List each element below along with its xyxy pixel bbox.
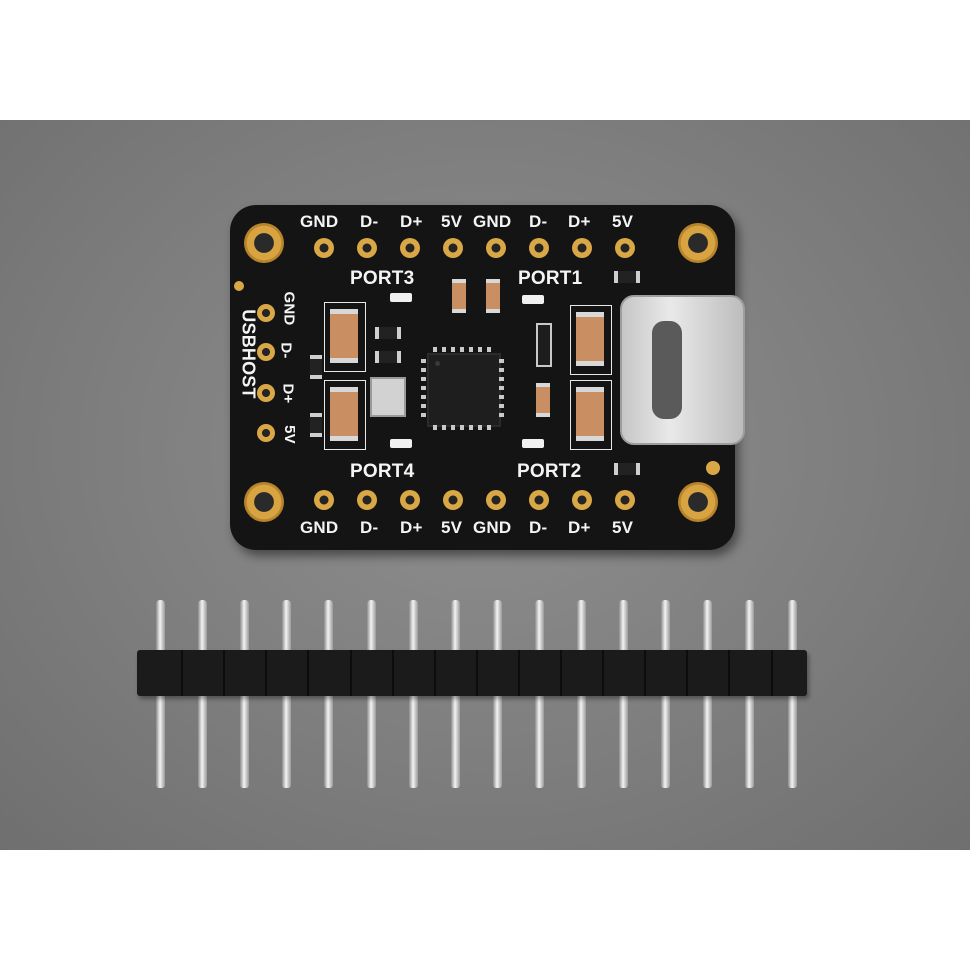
sot-part-1 [536,323,552,367]
top-label-dplus-1: D+ [400,212,423,231]
bottom-pad-4 [443,490,463,510]
capacitor-lower-right [576,387,604,441]
capacitor-lower-left [330,387,358,441]
top-pad-8 [615,238,635,258]
small-cap-top-1 [452,279,466,313]
usb-hub-breakout-board: GND D- D+ 5V GND D- D+ 5V GND D- D+ 5V G… [230,205,745,550]
top-pad-4 [443,238,463,258]
top-pad-3 [400,238,420,258]
bottom-pad-7 [572,490,592,510]
cap-outline-lower-left [324,380,366,450]
header-segment-divider [433,650,436,696]
bottom-pad-8 [615,490,635,510]
port1-led [522,295,544,304]
resistor-6 [310,413,322,437]
resistor-3 [614,271,640,283]
port4-label: PORT4 [350,461,415,482]
header-segment-divider [517,650,520,696]
port2-led [522,439,544,448]
top-pad-1 [314,238,334,258]
capacitor-upper-left [330,309,358,363]
chip-pins-right [499,359,504,419]
mount-hole-top-left [244,223,284,263]
port1-label: PORT1 [518,268,583,289]
header-segment-divider [560,650,562,696]
resistor-5 [310,355,322,379]
bottom-pad-5 [486,490,506,510]
header-segment-divider [349,650,352,696]
top-label-5v-1: 5V [441,212,463,231]
usb-c-connector [620,295,745,445]
bottom-label-dminus-2: D- [529,518,548,537]
bottom-pad-1 [314,490,334,510]
side-label-dplus: D+ [279,383,297,404]
male-pin-header [137,650,807,696]
bottom-pad-3 [400,490,420,510]
resistor-2 [375,351,401,363]
chip-pin1-dot [435,361,440,366]
top-pad-5 [486,238,506,258]
side-pad-4 [257,424,275,442]
usbhost-title: USBHOST [238,309,259,399]
top-label-gnd-2: GND [473,212,512,231]
side-label-5v: 5V [280,425,298,444]
header-segment-divider [728,650,731,696]
header-segment-divider [181,650,184,696]
bottom-label-5v-1: 5V [441,518,463,537]
bottom-label-dminus-1: D- [360,518,379,537]
top-pad-2 [357,238,377,258]
usb-c-port-opening [652,321,682,419]
pin1-marker-pad [234,281,244,291]
top-label-gnd-1: GND [300,212,339,231]
bottom-pad-6 [529,490,549,510]
header-segment-divider [307,650,310,696]
top-label-5v-2: 5V [612,212,634,231]
mount-hole-bottom-right [678,482,718,522]
usb-c-corner-pad [706,461,720,475]
small-cap-right-mid [536,383,550,417]
header-segment-divider [475,650,478,696]
mount-hole-bottom-left [244,482,284,522]
header-segment-divider [265,650,268,696]
port2-label: PORT2 [517,461,582,482]
side-pad-2 [257,343,275,361]
port3-label: PORT3 [350,268,415,289]
chip-pins-left [421,359,426,419]
chip-pins-top [433,347,493,352]
header-segment-divider [602,650,605,696]
usb-hub-controller-chip [427,353,501,427]
port4-led [390,439,412,448]
header-segment-divider [223,650,226,696]
mount-hole-top-right [678,223,718,263]
bottom-label-dplus-2: D+ [568,518,591,537]
header-segment-divider [686,650,689,696]
header-segment-divider [391,650,394,696]
side-label-dminus: D- [277,342,295,359]
bottom-label-gnd-2: GND [473,518,512,537]
chip-pins-bottom [433,425,493,430]
cap-outline-upper-left [324,302,366,372]
top-pad-6 [529,238,549,258]
resistor-4 [614,463,640,475]
header-segment-divider [644,650,647,696]
cap-outline-upper-right [570,305,612,375]
side-pad-1 [257,304,275,322]
resistor-1 [375,327,401,339]
header-segment-divider [770,650,773,696]
cap-outline-lower-right [570,380,612,450]
bottom-pad-2 [357,490,377,510]
small-cap-top-2 [486,279,500,313]
top-label-dminus-2: D- [529,212,548,231]
port3-led [390,293,412,302]
side-pad-3 [257,384,275,402]
bottom-label-gnd-1: GND [300,518,339,537]
top-label-dplus-2: D+ [568,212,591,231]
side-label-gnd: GND [280,291,298,326]
capacitor-upper-right [576,312,604,366]
crystal-oscillator [370,377,406,417]
top-label-dminus-1: D- [360,212,379,231]
bottom-label-dplus-1: D+ [400,518,423,537]
bottom-label-5v-2: 5V [612,518,634,537]
top-pad-7 [572,238,592,258]
